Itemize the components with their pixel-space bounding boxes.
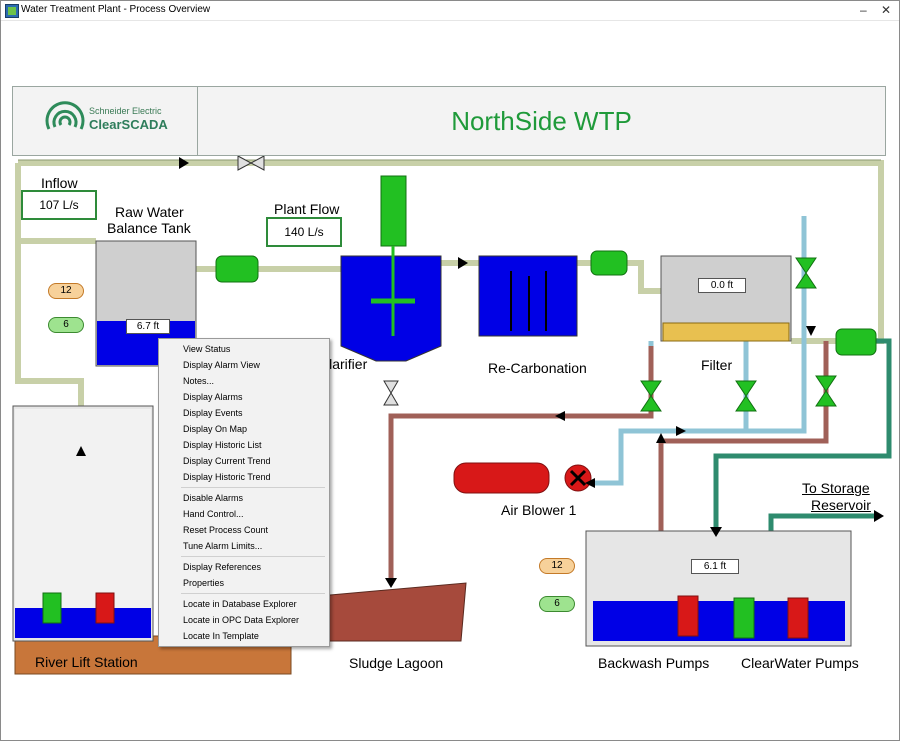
- menu-locate-in-template[interactable]: Locate In Template: [183, 631, 259, 641]
- app-icon: [5, 4, 19, 18]
- clarifier-label: Clarifier: [319, 356, 368, 372]
- minimize-icon[interactable]: –: [860, 3, 867, 17]
- logo: Schneider Electric ClearSCADA: [13, 87, 198, 155]
- menu-notes[interactable]: Notes...: [183, 376, 215, 386]
- menu-separator: [181, 593, 325, 594]
- menu-locate-opc-data-explorer[interactable]: Locate in OPC Data Explorer: [183, 615, 300, 625]
- menu-display-on-map[interactable]: Display On Map: [183, 424, 248, 434]
- logo-company: Schneider Electric: [89, 106, 162, 116]
- clearwater-pumps-label: ClearWater Pumps: [741, 655, 859, 671]
- storage-level[interactable]: 6.1 ft: [691, 559, 739, 574]
- menu-display-historic-list[interactable]: Display Historic List: [183, 440, 262, 450]
- process-diagram: [12, 155, 892, 675]
- menu-reset-process-count[interactable]: Reset Process Count: [183, 525, 269, 535]
- inflow-value[interactable]: 107 L/s: [21, 190, 97, 220]
- recarbonation-label: Re-Carbonation: [488, 360, 587, 376]
- menu-display-alarm-view[interactable]: Display Alarm View: [183, 360, 260, 370]
- storage-ok-count-badge[interactable]: 6: [539, 596, 575, 612]
- menu-display-alarms[interactable]: Display Alarms: [183, 392, 243, 402]
- menu-properties[interactable]: Properties: [183, 578, 225, 588]
- filter-label: Filter: [701, 357, 733, 373]
- to-storage-link-line1[interactable]: To Storage: [802, 480, 870, 496]
- process-canvas: Schneider Electric ClearSCADA NorthSide …: [1, 21, 899, 740]
- inflow-label: Inflow: [41, 175, 78, 191]
- menu-display-current-trend[interactable]: Display Current Trend: [183, 456, 271, 466]
- air-blower-label: Air Blower 1: [501, 502, 577, 518]
- menu-hand-control[interactable]: Hand Control...: [183, 509, 244, 519]
- window-title: Water Treatment Plant - Process Overview: [21, 4, 211, 15]
- raw-water-tank-label-line1: Raw Water: [115, 204, 184, 220]
- menu-separator: [181, 556, 325, 557]
- river-lift-station-label: River Lift Station: [35, 654, 138, 670]
- menu-tune-alarm-limits[interactable]: Tune Alarm Limits...: [183, 541, 263, 551]
- title-bar: Water Treatment Plant - Process Overview…: [1, 1, 899, 21]
- menu-display-events[interactable]: Display Events: [183, 408, 243, 418]
- plant-flow-label: Plant Flow: [274, 201, 340, 217]
- raw-tank-level[interactable]: 6.7 ft: [126, 319, 170, 334]
- menu-view-status[interactable]: View Status: [183, 344, 231, 354]
- raw-water-tank-label-line2: Balance Tank: [107, 220, 191, 236]
- header-panel: Schneider Electric ClearSCADA NorthSide …: [12, 86, 886, 156]
- plant-flow-value[interactable]: 140 L/s: [266, 217, 342, 247]
- menu-display-references[interactable]: Display References: [183, 562, 262, 572]
- sludge-lagoon-label: Sludge Lagoon: [349, 655, 444, 671]
- menu-display-historic-trend[interactable]: Display Historic Trend: [183, 472, 271, 482]
- raw-alarm-count-badge[interactable]: 12: [48, 283, 84, 299]
- close-icon[interactable]: ✕: [881, 3, 892, 17]
- raw-ok-count-badge[interactable]: 6: [48, 317, 84, 333]
- to-storage-link-line2[interactable]: Reservoir: [811, 497, 871, 513]
- backwash-pumps-label: Backwash Pumps: [598, 655, 710, 671]
- context-menu: View Status Display Alarm View Notes... …: [158, 338, 330, 647]
- plant-title: NorthSide WTP: [451, 106, 632, 136]
- filter-level[interactable]: 0.0 ft: [698, 278, 746, 293]
- logo-product: ClearSCADA: [89, 117, 168, 132]
- clearscada-logo-icon: [45, 101, 85, 130]
- menu-locate-database-explorer[interactable]: Locate in Database Explorer: [183, 599, 297, 609]
- storage-alarm-count-badge[interactable]: 12: [539, 558, 575, 574]
- menu-separator: [181, 487, 325, 488]
- menu-disable-alarms[interactable]: Disable Alarms: [183, 493, 244, 503]
